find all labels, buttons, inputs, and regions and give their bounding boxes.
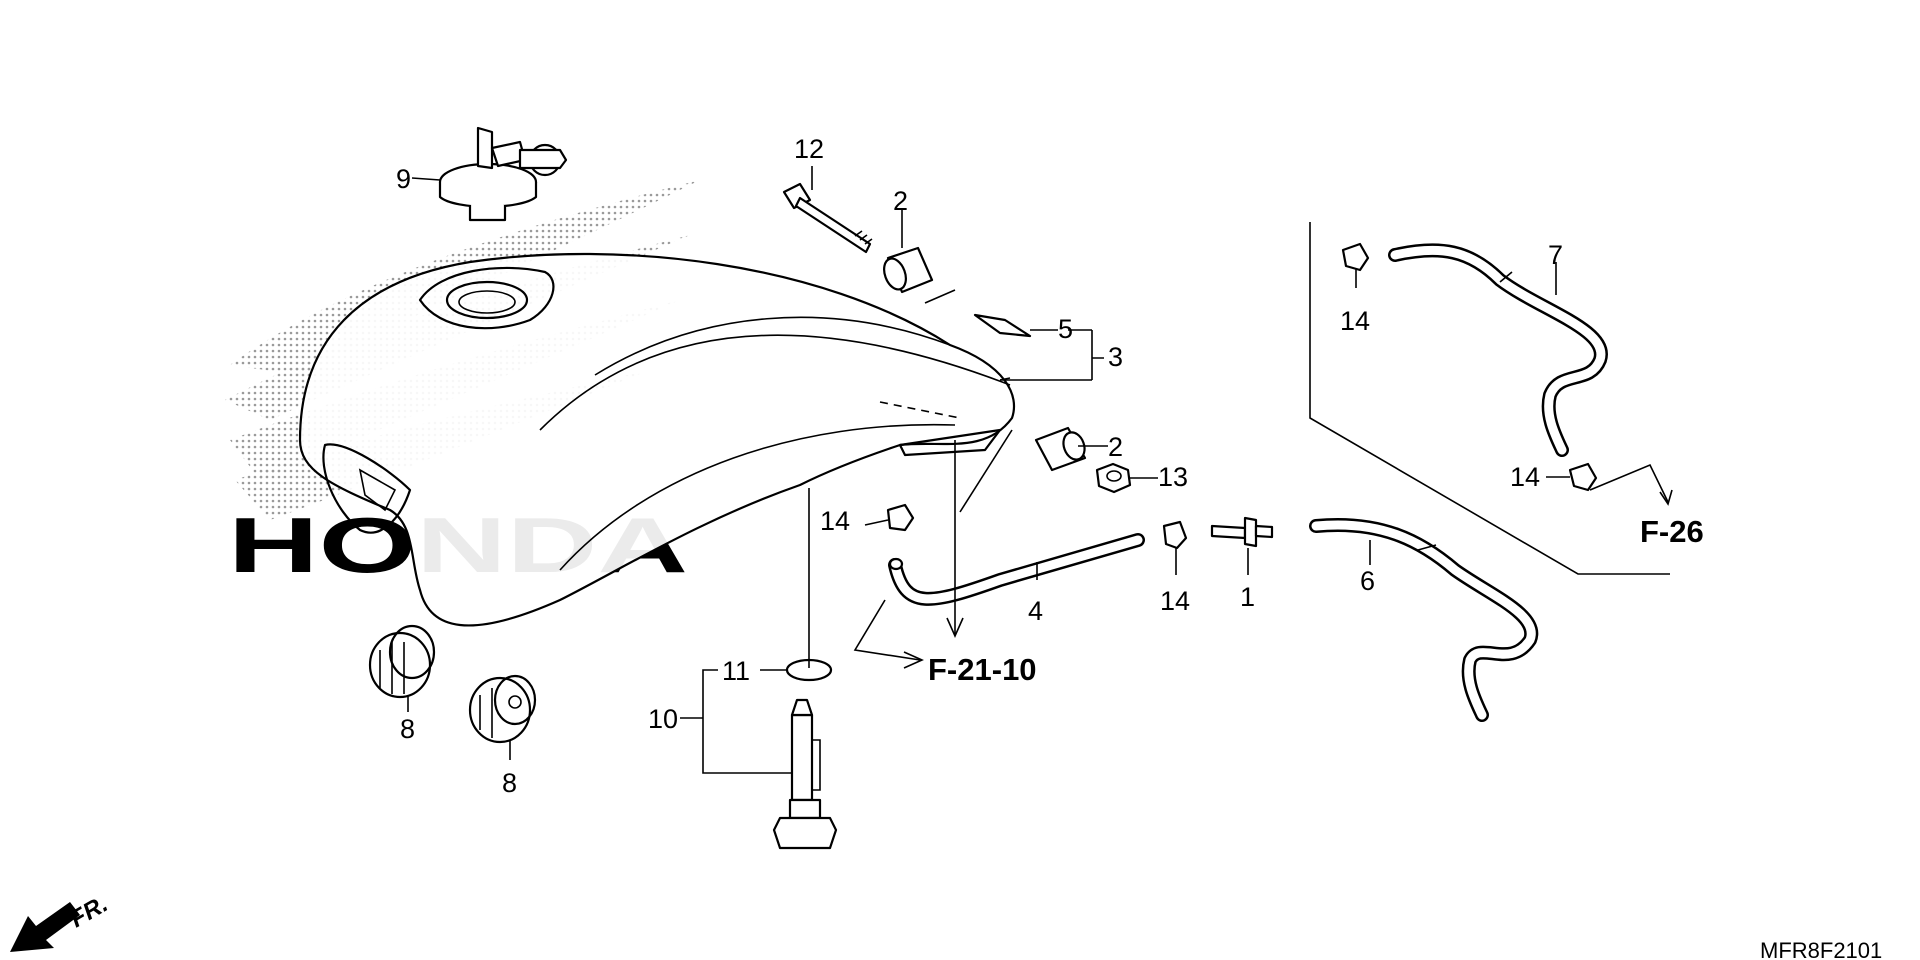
rubber-mount-upper bbox=[368, 624, 436, 699]
fuel-sender bbox=[772, 698, 838, 850]
callout-8-upper: 8 bbox=[400, 714, 415, 744]
callout-14-mid: 14 bbox=[1160, 586, 1190, 616]
bolt-12 bbox=[782, 182, 873, 254]
grommet-upper bbox=[883, 246, 934, 294]
callout-10: 10 bbox=[648, 704, 678, 734]
callout-1: 1 bbox=[1240, 582, 1255, 612]
callout-8-lower: 8 bbox=[502, 768, 517, 798]
clip-14-right bbox=[1568, 462, 1598, 492]
front-label: FR. bbox=[66, 890, 113, 933]
front-arrow: FR. bbox=[10, 890, 112, 952]
bolt-1 bbox=[1210, 516, 1274, 548]
reference-f-21-10: F-21-10 bbox=[928, 652, 1037, 687]
callout-14-right: 14 bbox=[1510, 462, 1540, 492]
clip-14-top bbox=[1341, 242, 1370, 272]
clip-14-mid bbox=[1162, 520, 1188, 550]
hose-7 bbox=[1388, 243, 1608, 457]
hose-4 bbox=[888, 533, 1145, 606]
nut-13 bbox=[1095, 462, 1132, 494]
callout-5: 5 bbox=[1058, 314, 1073, 344]
plate-5 bbox=[973, 313, 1032, 338]
callout-12: 12 bbox=[794, 134, 824, 164]
callout-4: 4 bbox=[1028, 596, 1043, 626]
callout-14-left: 14 bbox=[820, 506, 850, 536]
reference-f-26: F-26 bbox=[1640, 514, 1704, 549]
callout-6: 6 bbox=[1360, 566, 1375, 596]
callout-11: 11 bbox=[722, 656, 750, 686]
callout-13: 13 bbox=[1158, 462, 1188, 492]
clip-14-left bbox=[886, 503, 915, 532]
callout-7: 7 bbox=[1548, 240, 1563, 270]
rubber-mount-lower bbox=[468, 674, 537, 744]
callout-labels: 9 12 2 5 3 2 13 14 4 14 1 6 14 7 14 8 8 … bbox=[396, 134, 1563, 798]
callout-14-top: 14 bbox=[1340, 306, 1370, 336]
fuel-cap bbox=[438, 126, 568, 222]
callout-2-lower: 2 bbox=[1108, 432, 1123, 462]
diagram-code: MFR8F2101 bbox=[1760, 938, 1882, 960]
callout-3: 3 bbox=[1108, 342, 1123, 372]
fuel-tank bbox=[298, 252, 1016, 627]
group-box bbox=[1309, 222, 1670, 575]
callout-9: 9 bbox=[396, 164, 411, 194]
hose-6 bbox=[1309, 518, 1539, 722]
leader-lines bbox=[407, 166, 1673, 774]
callout-2-upper: 2 bbox=[893, 186, 908, 216]
grommet-lower bbox=[1034, 426, 1087, 472]
